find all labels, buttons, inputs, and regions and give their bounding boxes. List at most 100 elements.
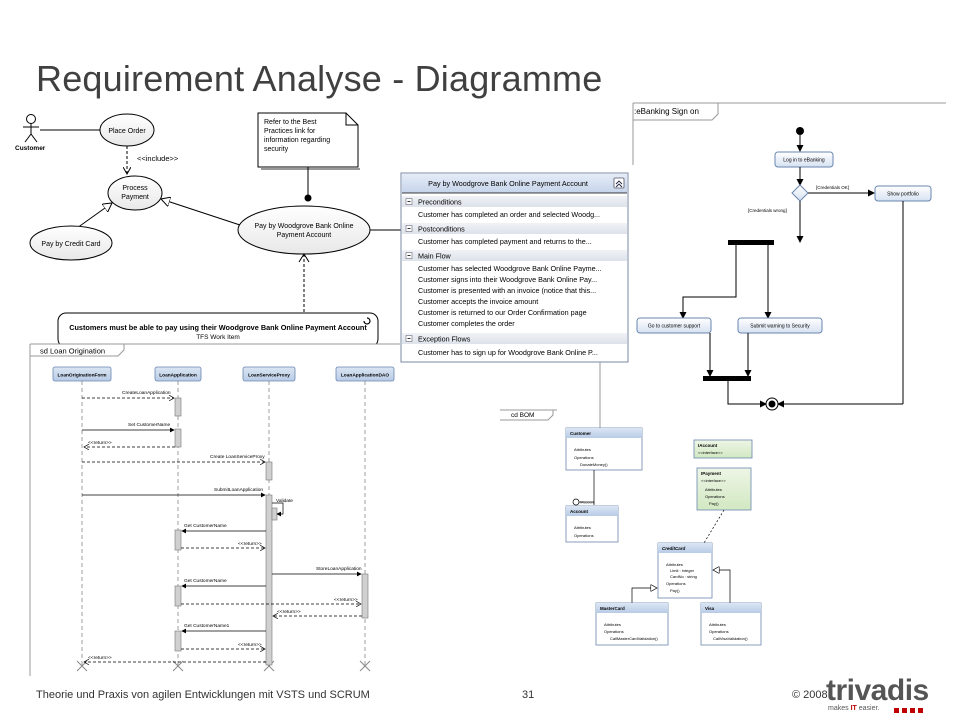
class-compartment: Attributes xyxy=(574,525,591,530)
class-frame-label: cd BOM xyxy=(511,412,534,419)
decision-node xyxy=(791,184,809,202)
class-customer[interactable]: Customer Attributes Operations DonateMon… xyxy=(565,427,643,471)
class-compartment: Operations xyxy=(709,629,729,634)
activity-diagram: :eBanking Sign on Log in to eBanking [Cr… xyxy=(632,102,946,411)
use-case-pay-credit-card[interactable] xyxy=(29,225,113,261)
details-line: Customer completes the order xyxy=(418,319,515,328)
note-line-3: information regarding xyxy=(264,137,330,144)
actor-label: Customer xyxy=(15,145,46,152)
message-label: StoreLoanApplication xyxy=(316,566,362,572)
footer-text: Theorie und Praxis von agilen Entwicklun… xyxy=(36,689,370,701)
section-exception-flows-label: Exception Flows xyxy=(418,335,471,344)
note-line-1: Refer to the Best xyxy=(264,119,317,126)
class-compartment: Attributes xyxy=(705,487,722,492)
class-member: CallVisaValidation() xyxy=(713,636,748,641)
message-label: SubmitLoanApplication xyxy=(214,487,263,493)
lifeline-label: LoanApplicationDAO xyxy=(341,373,390,379)
trivadis-logo: trivadis makes IT easier. xyxy=(826,676,936,716)
note-line-2: Practices link for xyxy=(264,128,316,135)
details-header: Pay by Woodgrove Bank Online Payment Acc… xyxy=(428,179,588,188)
use-case-place-order-label: Place Order xyxy=(108,128,146,135)
details-line: Customer accepts the invoice amount xyxy=(418,297,538,306)
class-compartment: Attributes xyxy=(666,562,683,567)
section-exception-flows[interactable] xyxy=(402,333,627,344)
refresh-icon xyxy=(363,317,371,325)
logo-dots-icon xyxy=(894,708,923,713)
message-label: <<return>> xyxy=(88,440,112,446)
class-compartment: Attributes xyxy=(604,622,621,627)
class-compartment: Operations xyxy=(574,455,594,460)
use-case-details-panel: Pay by Woodgrove Bank Online Payment Acc… xyxy=(400,172,629,363)
section-main-flow[interactable] xyxy=(402,250,627,261)
section-preconditions[interactable] xyxy=(402,196,627,207)
class-member: Pay() xyxy=(670,588,680,593)
copyright: © 2008 xyxy=(792,689,828,701)
details-line: Customer has selected Woodgrove Bank Onl… xyxy=(418,264,602,273)
class-stereotype: <<interface>> xyxy=(698,450,723,455)
details-line: Customer is presented with an invoice (n… xyxy=(418,286,596,295)
lifeline-label: LoanApplication xyxy=(159,373,197,379)
section-preconditions-label: Preconditions xyxy=(418,198,462,207)
class-creditcard[interactable]: CreditCard Attributes Limit : integer Ca… xyxy=(657,542,713,599)
interface-iaccount[interactable]: IAccount <<interface>> xyxy=(693,439,753,459)
action-log-in[interactable] xyxy=(774,151,834,168)
sequence-frame-label: sd Loan Origination xyxy=(40,347,105,356)
logo-wordmark: trivadis xyxy=(826,674,929,707)
class-mastercard[interactable]: MasterCard Attributes Operations CallMas… xyxy=(595,602,669,646)
section-main-flow-label: Main Flow xyxy=(418,252,452,261)
message-label: <<return>> xyxy=(334,597,358,603)
interface-ipayment[interactable]: IPayment <<interface>> Attributes Operat… xyxy=(696,467,752,511)
work-item-subtitle: TFS Work Item xyxy=(196,334,240,341)
collapse-icon[interactable] xyxy=(613,177,625,189)
class-compartment: Attributes xyxy=(709,622,726,627)
logo-tagline: makes IT easier. xyxy=(828,705,879,712)
note-best-practices: Refer to the Best Practices link for inf… xyxy=(257,112,360,170)
action-customer-support[interactable] xyxy=(636,317,712,334)
use-case-diagram: Customer Place Order <<include>> Process… xyxy=(15,112,403,349)
message-label: <<return>> xyxy=(277,609,301,615)
page-number: 31 xyxy=(522,689,535,701)
use-case-process-payment-label-2: Payment xyxy=(121,194,149,201)
class-name: Customer xyxy=(570,431,591,436)
message-label: Validate xyxy=(276,498,293,504)
use-case-pay-credit-card-label: Pay by Credit Card xyxy=(41,241,100,248)
guard-ok-label: [Credentials OK] xyxy=(816,185,849,190)
class-visa[interactable]: Visa Attributes Operations CallVisaValid… xyxy=(700,602,762,646)
action-submit-warning[interactable] xyxy=(737,317,823,334)
message-label: Create LoanServiceProxy xyxy=(210,454,265,460)
class-name: Visa xyxy=(705,606,715,611)
section-postconditions[interactable] xyxy=(402,223,627,234)
message-label: <<return>> xyxy=(238,541,262,547)
action-customer-support-label: Go to customer support xyxy=(648,324,701,330)
lifeline-label: LoanServiceProxy xyxy=(248,373,290,379)
message-label: Get CustomerName1 xyxy=(184,623,230,629)
action-submit-warning-label: Submit warning to Security xyxy=(750,324,810,330)
use-case-process-payment[interactable] xyxy=(107,175,163,211)
action-log-in-label: Log in to eBanking xyxy=(783,158,825,164)
class-account[interactable]: IAccount Account Attributes Operations xyxy=(565,470,619,543)
class-name: MasterCard xyxy=(600,606,625,611)
use-case-pay-woodgrove[interactable] xyxy=(237,205,371,255)
details-line: Customer has completed an order and sele… xyxy=(418,210,600,219)
class-stereotype: <<interface>> xyxy=(701,478,726,483)
message-label: Set CustomerName xyxy=(128,422,170,428)
class-member: Limit : integer xyxy=(670,568,695,573)
use-case-process-payment-label-1: Process xyxy=(122,185,148,192)
class-member: CallMasterCardValidation() xyxy=(610,636,658,641)
fork-bar xyxy=(728,240,774,245)
message-label: <<return>> xyxy=(88,655,112,661)
details-line: Customer is returned to our Order Confir… xyxy=(418,308,587,317)
message-label: Get CustomerName xyxy=(184,578,227,584)
details-line: Customer signs into their Woodgrove Bank… xyxy=(418,275,597,284)
class-compartment: Operations xyxy=(666,581,686,586)
activity-frame-label: :eBanking Sign on xyxy=(634,107,699,116)
slide-title: Requirement Analyse - Diagramme xyxy=(36,58,603,99)
actor-icon xyxy=(23,114,39,143)
details-line: Customer has to sign up for Woodgrove Ba… xyxy=(418,348,598,357)
class-name: IPayment xyxy=(701,471,722,476)
note-line-4: security xyxy=(264,146,289,153)
use-case-pay-woodgrove-label-1: Pay by Woodgrove Bank Online xyxy=(254,223,353,230)
join-bar xyxy=(703,376,751,381)
include-label: <<include>> xyxy=(137,154,179,163)
